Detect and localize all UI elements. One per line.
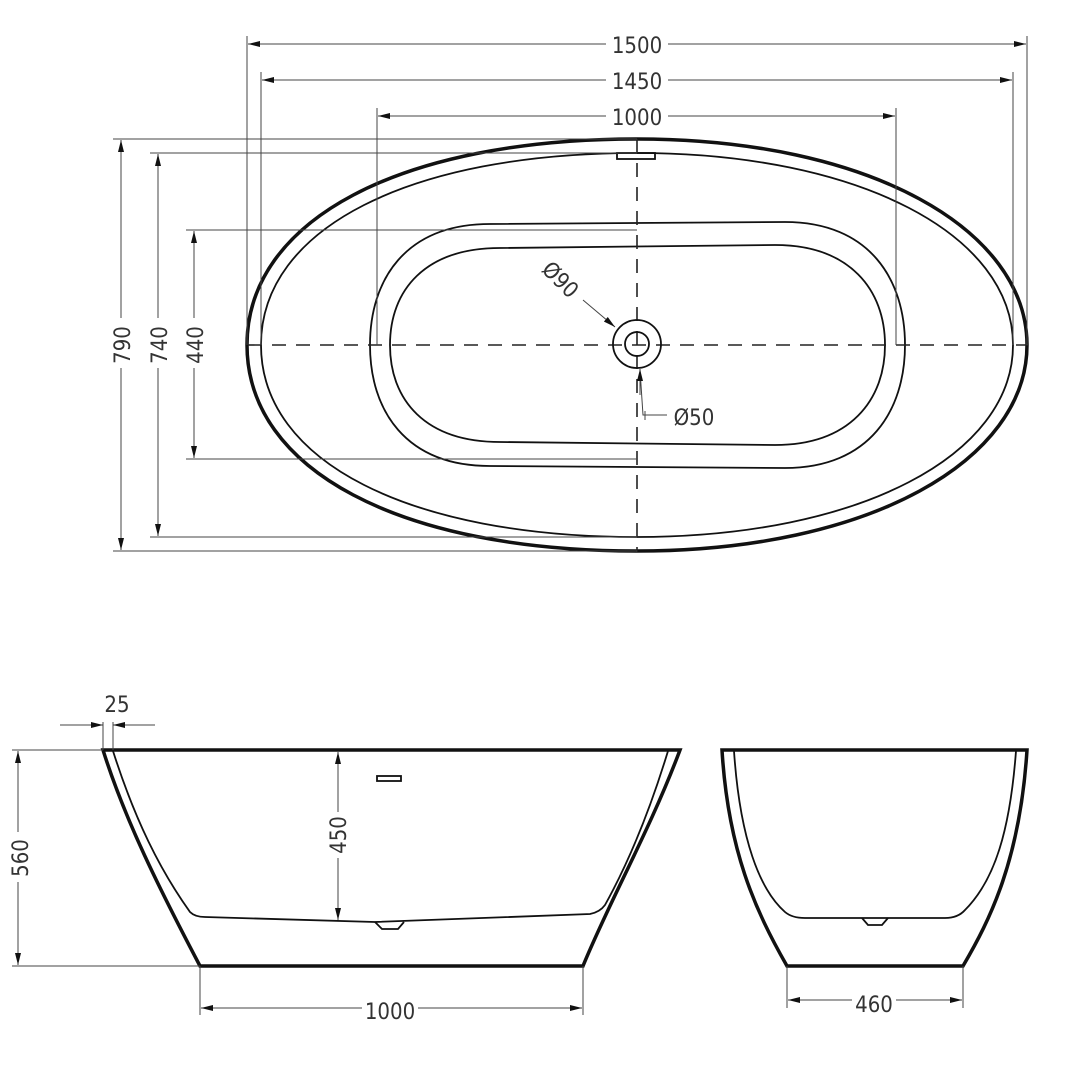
side-drain — [374, 921, 405, 930]
dimension-label: 1000 — [612, 106, 662, 131]
dimension-440: 440 — [181, 229, 637, 460]
side-outer-outline — [100, 748, 683, 968]
end-inner-outline — [733, 750, 1017, 919]
dimension-label: 1500 — [612, 34, 662, 59]
dimension-450: 450 — [326, 752, 352, 920]
drain-outer-circle — [612, 319, 662, 369]
side-inner-outline — [112, 750, 669, 923]
end-outer-outline — [720, 748, 1029, 968]
basin-floor-outline — [389, 244, 886, 446]
top-view: Ø90 Ø50 1500 1450 1000 — [108, 30, 1029, 553]
dimension-label: 560 — [9, 839, 34, 877]
overflow-slot — [616, 152, 656, 160]
dimension-label: 1450 — [612, 70, 662, 95]
dimension-label: 25 — [104, 693, 129, 718]
overflow-leader — [582, 299, 616, 328]
side-view: 25 560 450 1000 — [6, 693, 683, 1025]
dimension-790: 790 — [108, 138, 637, 552]
dimension-740: 740 — [145, 152, 637, 538]
basin-outer-outline — [369, 221, 906, 469]
dimension-label: 1000 — [365, 1000, 415, 1025]
dimension-560: 560 — [6, 749, 200, 967]
drain-inner-circle — [624, 331, 650, 357]
drain-leader — [639, 369, 667, 416]
drain-diameter-label: Ø50 — [674, 406, 715, 431]
dimension-label: 440 — [184, 326, 209, 364]
overflow-diameter-label: Ø90 — [536, 257, 583, 304]
dimension-label: 450 — [327, 816, 352, 854]
dimension-label: 740 — [148, 326, 173, 364]
dimension-460: 460 — [786, 966, 964, 1018]
dimension-1500: 1500 — [246, 30, 1028, 345]
side-overflow — [376, 775, 402, 782]
dimension-label: 460 — [855, 993, 893, 1018]
dimension-label: 790 — [111, 326, 136, 364]
end-view: 460 — [720, 748, 1029, 1018]
dimension-1000-base: 1000 — [199, 966, 584, 1025]
dimension-1000-top: 1000 — [376, 102, 897, 345]
dimension-1450: 1450 — [260, 66, 1014, 345]
dimension-25: 25 — [60, 693, 155, 750]
end-drain — [861, 917, 889, 926]
